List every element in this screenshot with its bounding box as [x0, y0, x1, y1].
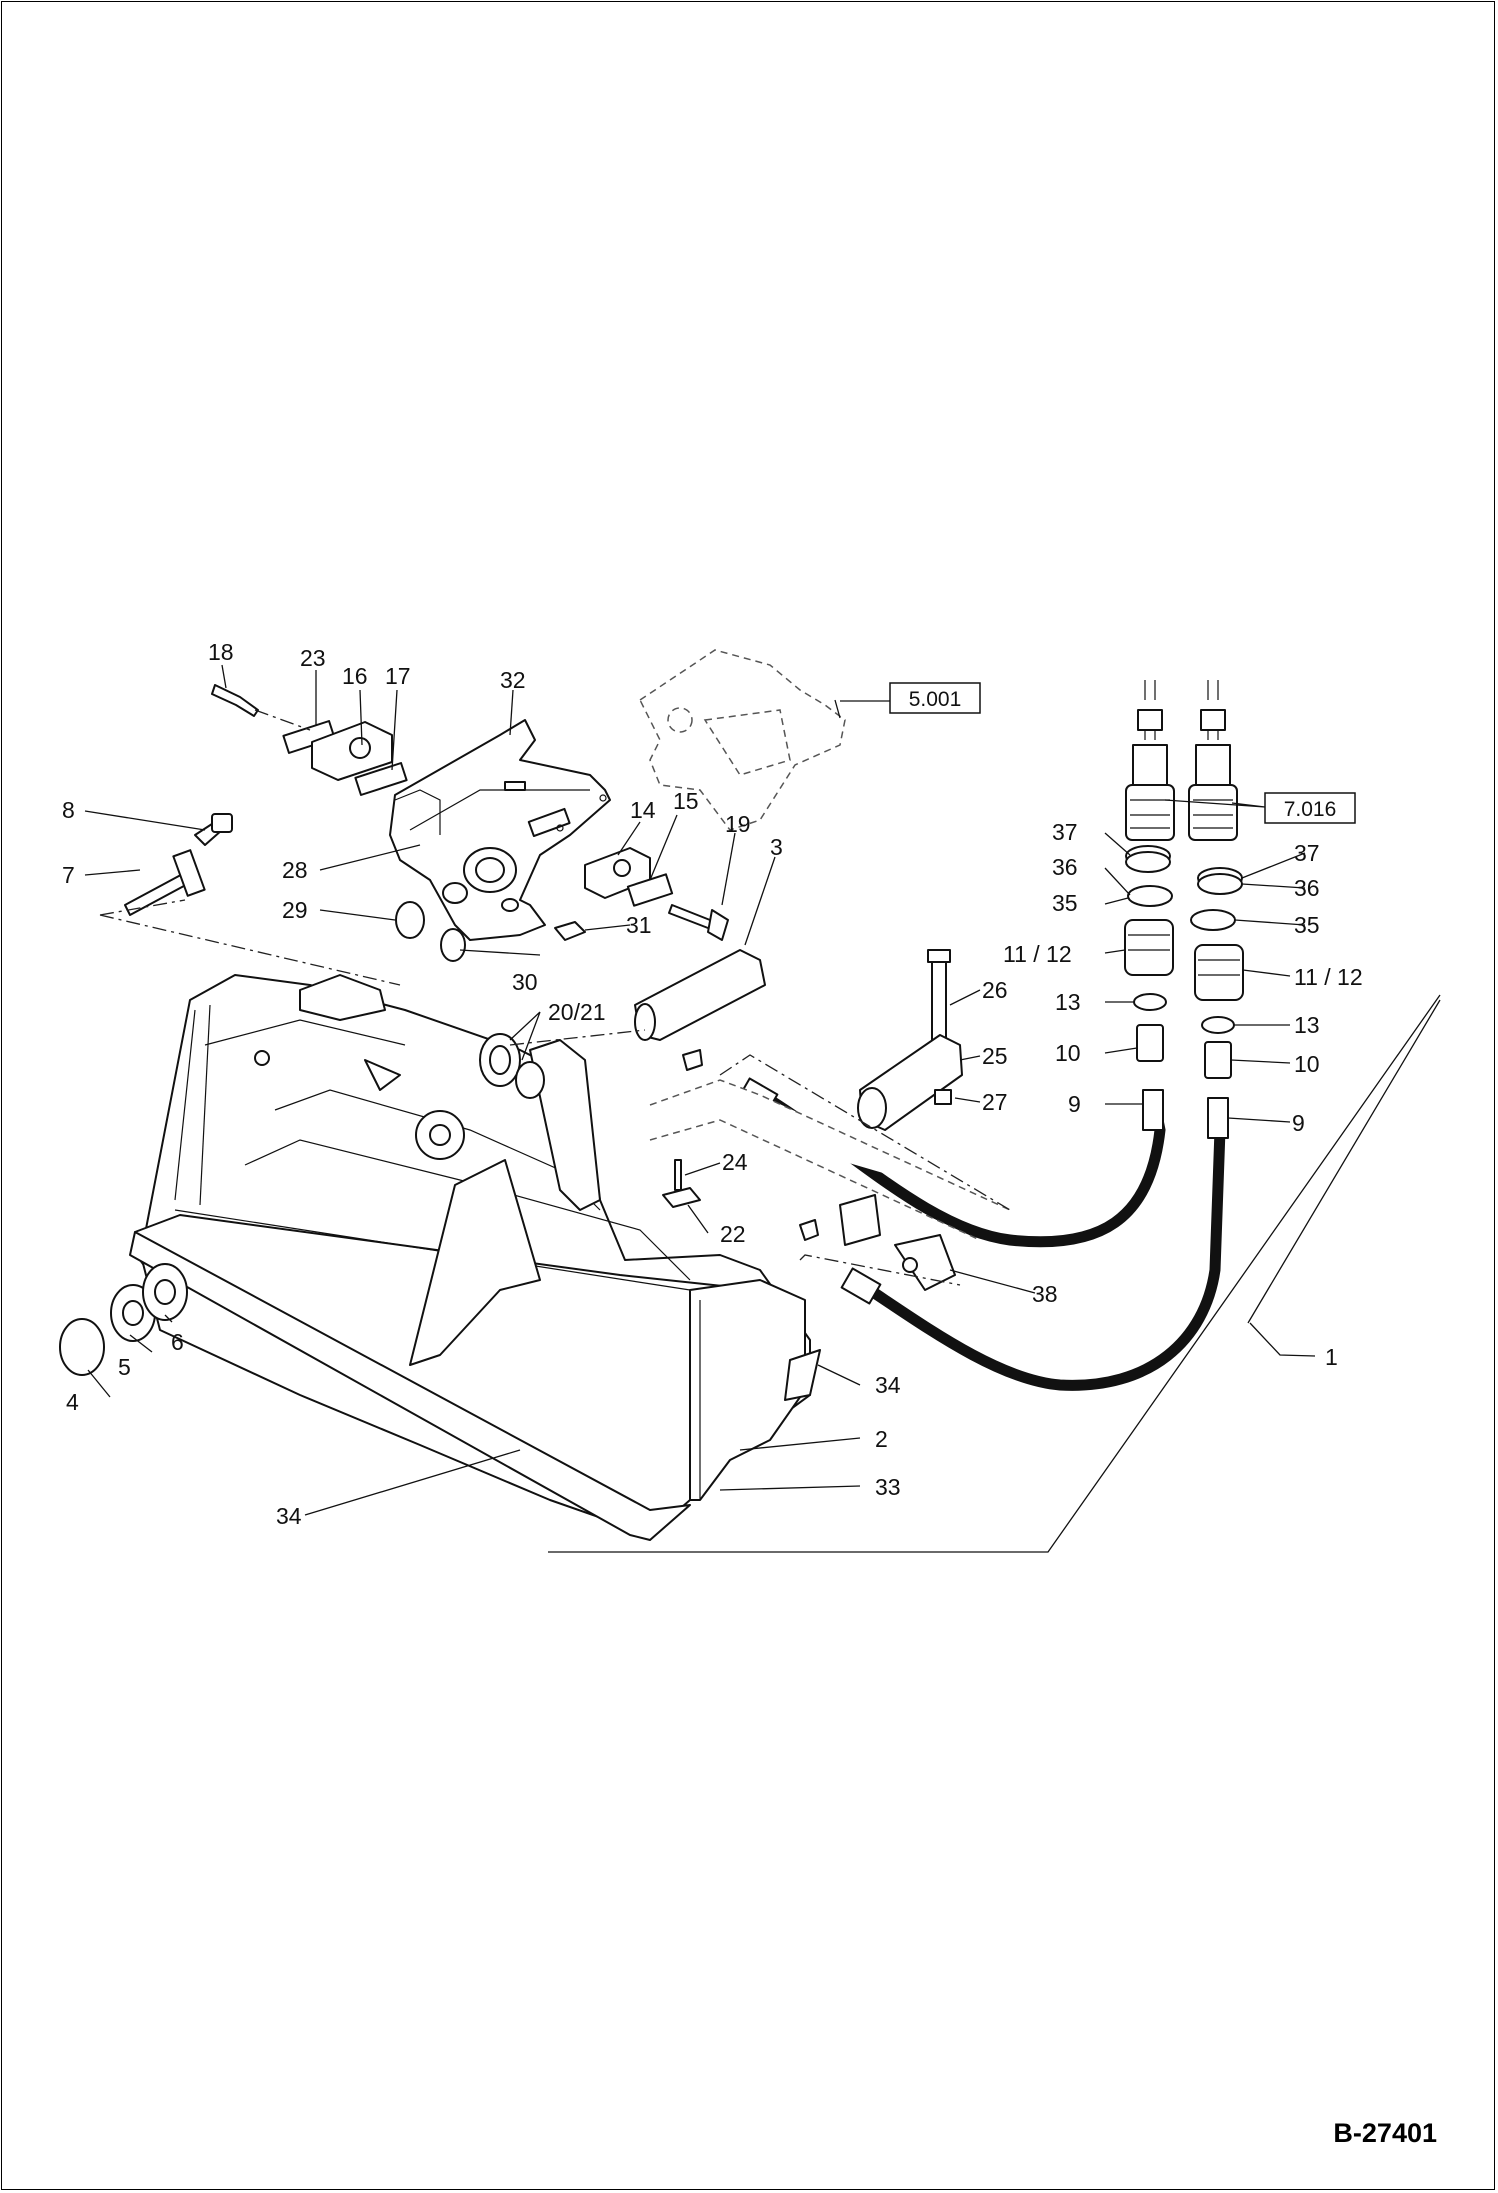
callout-22: 22 — [720, 1221, 746, 1247]
callout-11-12-right: 11 / 12 — [1294, 964, 1363, 990]
callout-37-left: 37 — [1052, 819, 1078, 845]
callout-13-left: 13 — [1055, 989, 1081, 1015]
callout-33: 33 — [875, 1474, 901, 1500]
callouts: 1 2 3 4 5 6 7 8 9 9 10 10 11 / 12 11 / 1… — [62, 639, 1363, 1529]
callout-3: 3 — [770, 834, 783, 860]
callout-36-right: 36 — [1294, 875, 1320, 901]
small-parts — [59, 684, 1244, 1376]
callout-15: 15 — [673, 788, 699, 814]
callout-20-21: 20/21 — [548, 999, 606, 1025]
callout-16: 16 — [342, 663, 368, 689]
bucket — [129, 974, 821, 1541]
assembly-lines — [99, 709, 1011, 1286]
callout-9-left: 9 — [1068, 1091, 1081, 1117]
callout-34-left: 34 — [276, 1503, 302, 1529]
callout-35-left: 35 — [1052, 890, 1078, 916]
callout-29: 29 — [282, 897, 308, 923]
callout-28: 28 — [282, 857, 308, 883]
callout-31: 31 — [626, 912, 652, 938]
callout-34-right: 34 — [875, 1372, 901, 1398]
callout-18: 18 — [208, 639, 234, 665]
callout-38: 38 — [1032, 1281, 1058, 1307]
leader-lines — [84, 664, 1441, 1553]
callout-10-right: 10 — [1294, 1051, 1320, 1077]
callout-30: 30 — [512, 969, 538, 995]
callout-23: 23 — [300, 645, 326, 671]
callout-37-right: 37 — [1294, 840, 1320, 866]
cylinder-outline — [649, 1049, 1011, 1291]
document-number: B-27401 — [1333, 2118, 1437, 2148]
callout-26: 26 — [982, 977, 1008, 1003]
callout-13-right: 13 — [1294, 1012, 1320, 1038]
callout-4: 4 — [66, 1389, 79, 1415]
callout-10-left: 10 — [1055, 1040, 1081, 1066]
reference-box-5001-label: 5.001 — [909, 688, 962, 711]
callout-6: 6 — [171, 1329, 184, 1355]
callout-1: 1 — [1325, 1344, 1338, 1370]
callout-19: 19 — [725, 811, 751, 837]
callout-14: 14 — [630, 797, 656, 823]
quick-coupler — [389, 719, 611, 941]
callout-7: 7 — [62, 862, 75, 888]
callout-32: 32 — [500, 667, 526, 693]
callout-36-left: 36 — [1052, 854, 1078, 880]
reference-box-7016-label: 7.016 — [1284, 798, 1337, 821]
callout-24: 24 — [722, 1149, 748, 1175]
reference-box-5001: 5.001 — [889, 682, 981, 714]
callout-8: 8 — [62, 797, 75, 823]
callout-2: 2 — [875, 1426, 888, 1452]
callout-17: 17 — [385, 663, 411, 689]
callout-11-12-left: 11 / 12 — [1003, 941, 1072, 967]
quick-couplings — [1125, 680, 1238, 841]
callout-25: 25 — [982, 1043, 1008, 1069]
callout-9-right: 9 — [1292, 1110, 1305, 1136]
coupler-reference-outline — [639, 649, 846, 831]
callout-27: 27 — [982, 1089, 1008, 1115]
reference-box-7016: 7.016 — [1264, 792, 1356, 824]
callout-35-right: 35 — [1294, 912, 1320, 938]
callout-5: 5 — [118, 1354, 131, 1380]
